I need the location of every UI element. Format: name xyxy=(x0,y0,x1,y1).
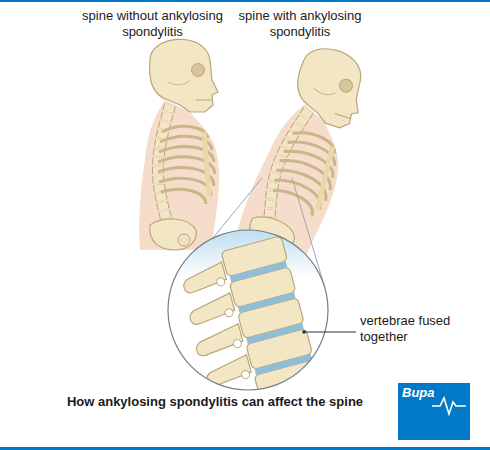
caption: How ankylosing spondylitis can affect th… xyxy=(40,394,390,410)
logo-text: Bupa xyxy=(402,385,466,401)
figure-heading: spine with ankylosing spondylitis xyxy=(220,8,380,41)
callout-label: vertebrae fused together xyxy=(360,313,475,346)
figure-heading: spine without ankylosing spondylitis xyxy=(70,8,235,41)
